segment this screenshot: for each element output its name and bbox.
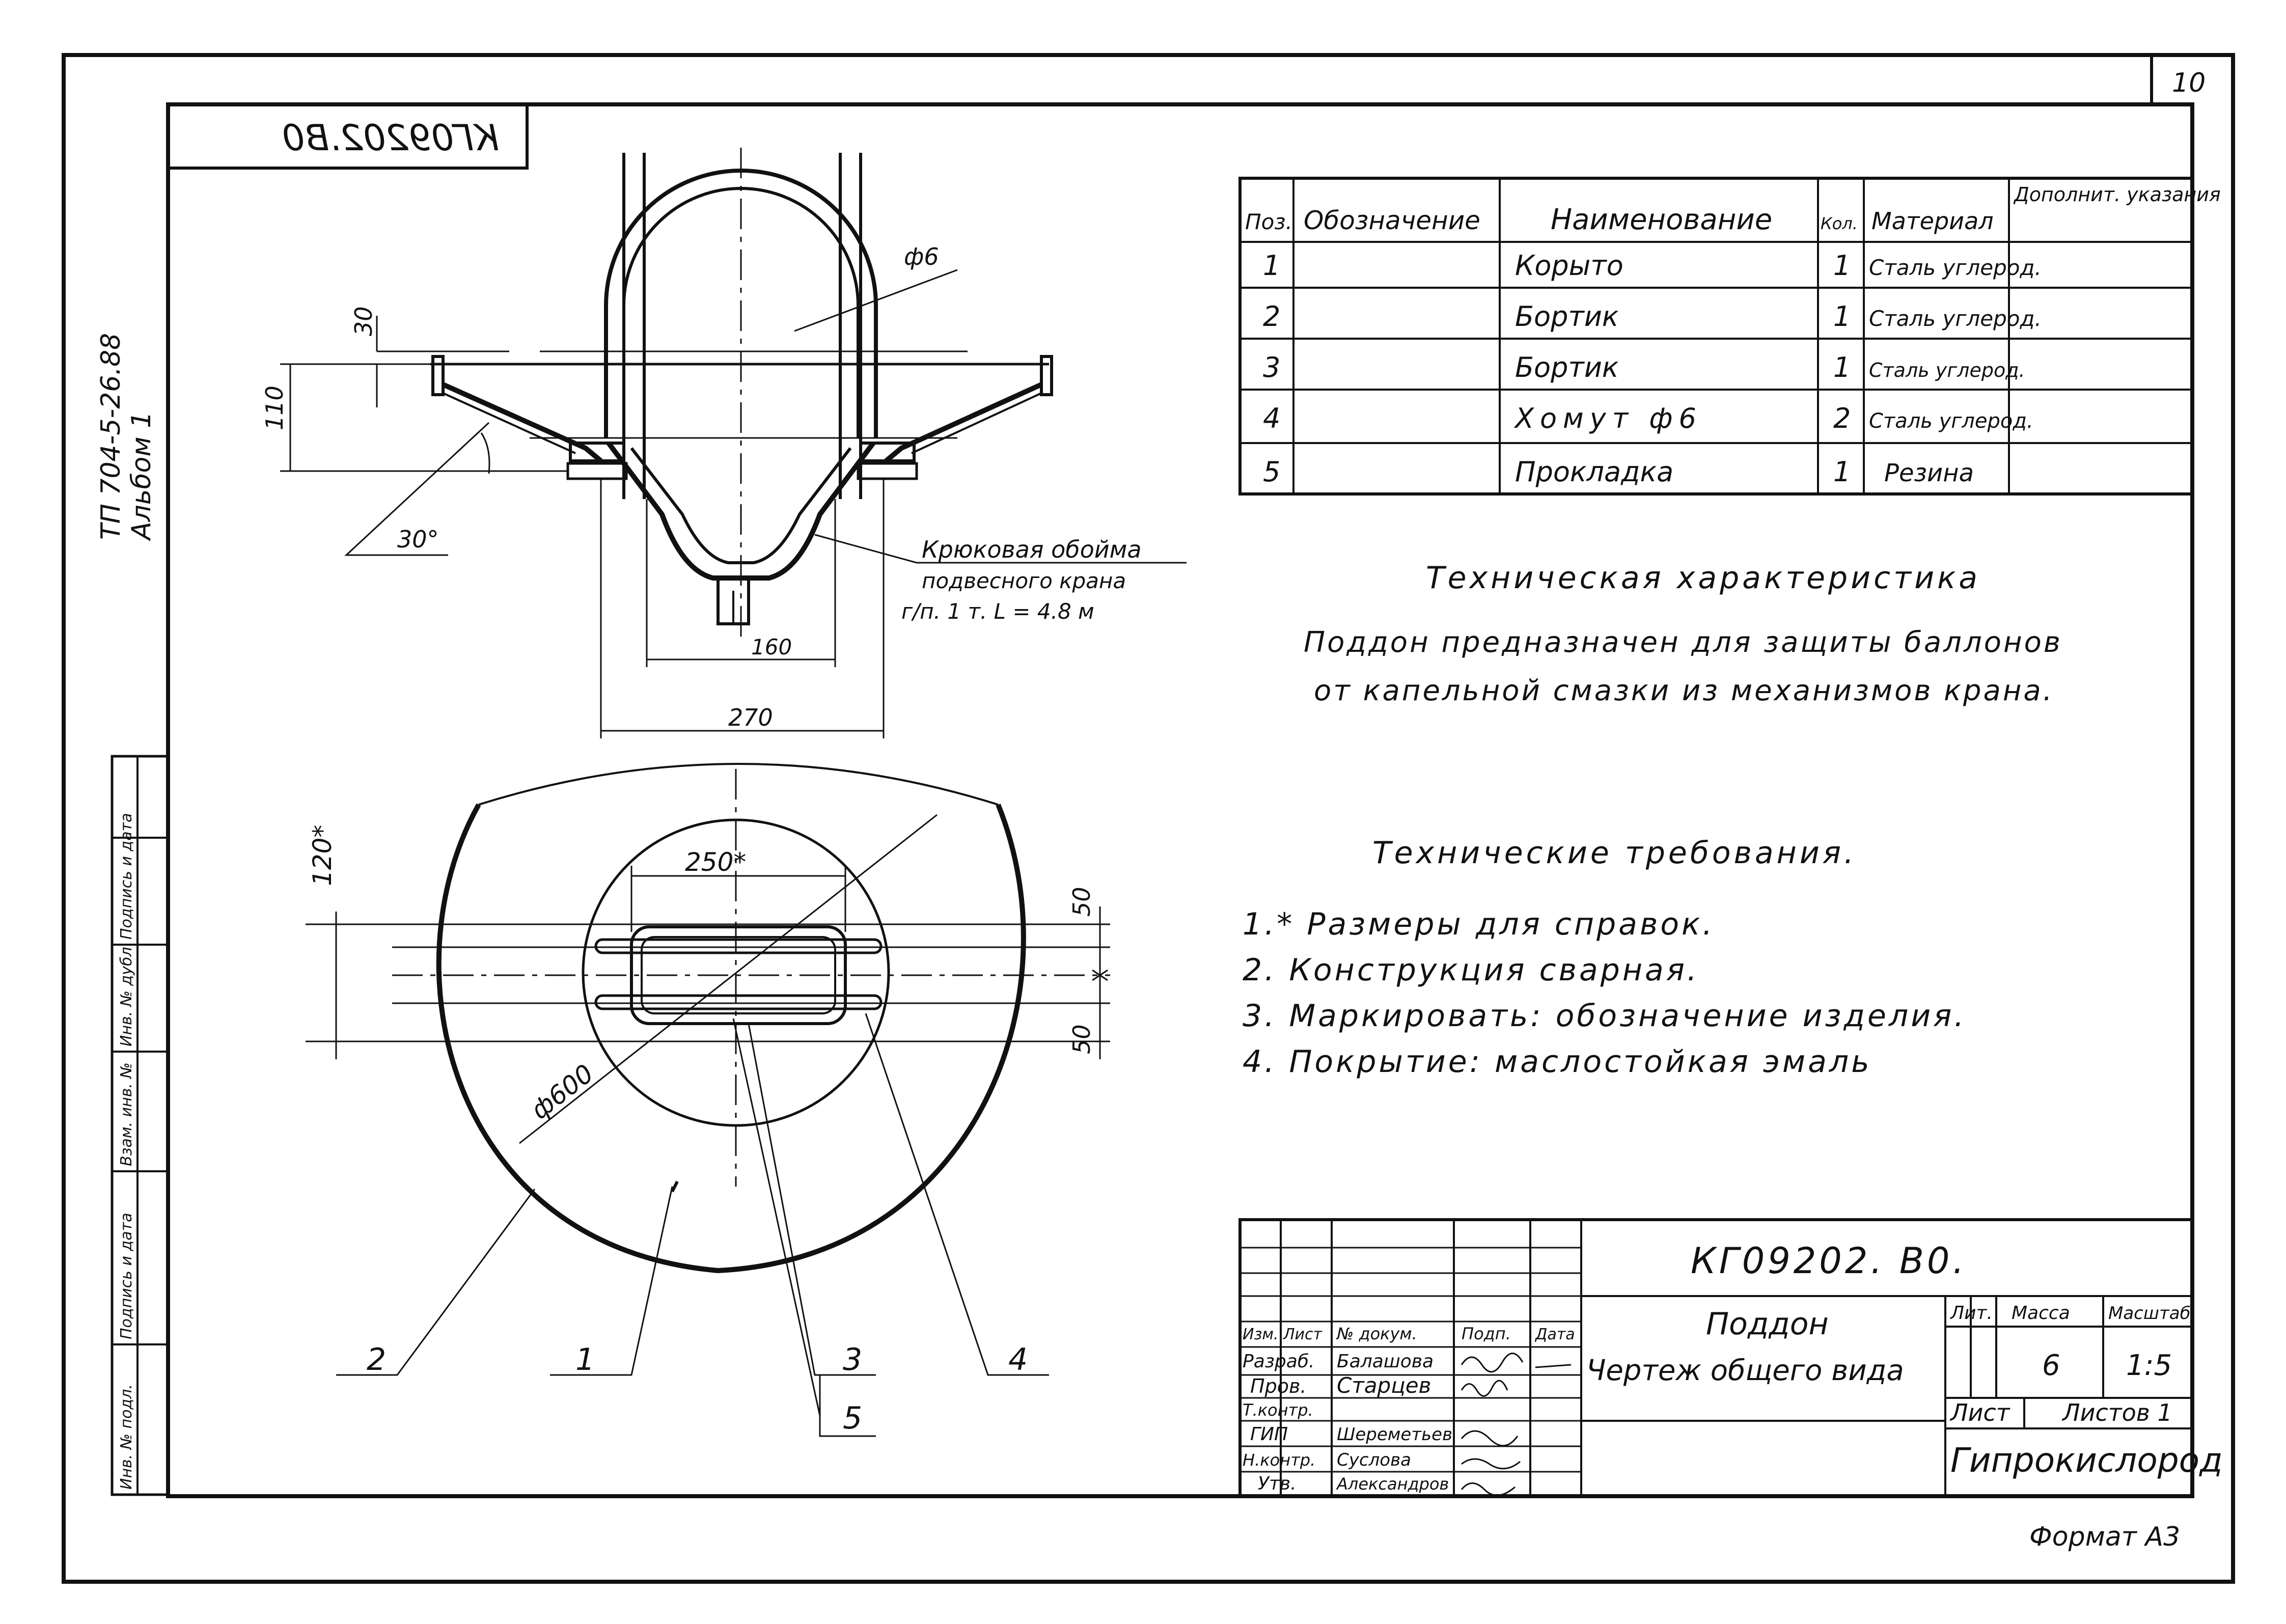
tech-char-title: Техническая характеристика [1426, 560, 1980, 596]
tb-lit-label: Лит. [1949, 1303, 1993, 1324]
spec-cell: Корыто [1515, 250, 1623, 282]
tech-req-item: 1.* Размеры для справок. [1243, 906, 1715, 942]
tech-req-title: Технические требования. [1372, 835, 1857, 871]
spec-cell: 1 [1833, 456, 1851, 488]
tb-name: Суслова [1337, 1450, 1411, 1470]
tb-scale-label: Масштаб [2108, 1303, 2191, 1324]
side-stamp-field: Подпись и дата [118, 813, 135, 940]
callout-2: 2 [367, 1342, 386, 1378]
tb-role: Н.контр. [1243, 1450, 1315, 1470]
angle-30: 30° [397, 526, 439, 553]
dim-30: 30 [350, 306, 377, 336]
spec-cell: 1 [1833, 300, 1851, 333]
title-doc-code: КГ09202. В0. [1691, 1240, 1967, 1282]
format-label: Формат А3 [2029, 1522, 2180, 1552]
spec-header-pos: Поз. [1245, 209, 1292, 234]
spec-cell: Бортик [1515, 351, 1619, 383]
tb-col-header: Лист [1283, 1326, 1323, 1343]
tb-name: Александров [1336, 1474, 1449, 1494]
spec-cell: Сталь углерод. [1869, 359, 2025, 381]
spec-header-qty: Кол. [1821, 214, 1858, 233]
dim-270: 270 [728, 704, 773, 731]
spec-header-notes: Дополнит. указания [2013, 183, 2221, 206]
signatures [1461, 1353, 1572, 1496]
tb-sheet-label: Лист [1949, 1399, 2010, 1426]
dim-phi6: ф6 [904, 243, 939, 270]
spec-header-name: Наименование [1551, 203, 1772, 236]
side-stamp: Инв. № подл. Подпись и дата Взам. инв. №… [111, 755, 170, 1496]
side-stamp-field: Инв. № дубл. [118, 942, 135, 1047]
tech-char-line2: от капельной смазки из механизмов крана. [1314, 674, 2054, 707]
tb-name: Шереметьев [1337, 1424, 1452, 1445]
spec-cell: 1 [1833, 250, 1851, 282]
spec-cell: 4 [1263, 402, 1280, 434]
spec-cell: 1 [1263, 250, 1280, 282]
spec-cell: 2 [1833, 402, 1851, 434]
spec-cell: Резина [1884, 459, 1974, 487]
side-stamp-field: Подпись и дата [118, 1213, 135, 1340]
callout-4: 4 [1008, 1342, 1028, 1378]
tb-scale-value: 1:5 [2126, 1349, 2172, 1382]
dim-110: 110 [261, 386, 288, 430]
mirrored-doc-code: КГ09202.В0 [282, 117, 499, 159]
side-album: Альбом 1 [126, 411, 157, 541]
dim-160: 160 [751, 635, 792, 659]
spec-cell: 1 [1833, 351, 1851, 383]
page-number: 10 [2172, 68, 2206, 98]
spec-cell: Бортик [1515, 300, 1619, 333]
tb-role: Утв. [1258, 1473, 1297, 1494]
side-code: ТП 704-5-26.88 [96, 333, 126, 540]
tb-col-header: № докум. [1336, 1324, 1417, 1343]
tech-req-item: 3. Маркировать: обозначение изделия. [1243, 998, 1966, 1034]
spec-cell: Сталь углерод. [1869, 409, 2033, 433]
tech-req-item: 2. Конструкция сварная. [1243, 952, 1699, 988]
outer-frame [62, 53, 2235, 1584]
tb-sheets-label: Листов 1 [2061, 1399, 2172, 1426]
spec-cell: 5 [1263, 456, 1280, 488]
tb-name: Старцев [1337, 1373, 1431, 1398]
spec-header-designation: Обозначение [1304, 206, 1480, 235]
callout-5: 5 [843, 1400, 862, 1436]
spec-table: Поз. Обозначение Наименование Кол. Матер… [1238, 177, 2221, 496]
spec-cell: 3 [1263, 351, 1280, 383]
crane-note-line2: подвесного крана [922, 568, 1126, 593]
plan-view: 250* 120* 50 50 ф600 2 1 3 5 4 [306, 763, 1110, 1437]
dim-250: 250* [685, 847, 746, 877]
spec-cell: Сталь углерод. [1869, 306, 2042, 331]
dim-120: 120* [308, 825, 337, 886]
spec-cell: 2 [1263, 300, 1280, 333]
dim-50-top: 50 [1068, 887, 1095, 917]
spec-cell: Хомут ф6 [1513, 402, 1702, 434]
spec-header-material: Материал [1871, 207, 1994, 235]
tb-organization: Гипрокислород [1950, 1441, 2223, 1480]
section-view: 30 110 30° ф6 160 270 Крюковая обойма по… [261, 148, 1187, 738]
dim-phi600: ф600 [526, 1059, 599, 1125]
spec-cell: Сталь углерод. [1869, 255, 2042, 280]
spec-cell: Прокладка [1515, 456, 1673, 488]
title-name-line2: Чертеж общего вида [1586, 1354, 1904, 1387]
tb-mass-value: 6 [2042, 1349, 2060, 1382]
dim-50-bottom: 50 [1068, 1024, 1095, 1054]
tb-role: Пров. [1250, 1375, 1306, 1397]
callout-3: 3 [843, 1342, 862, 1378]
side-stamp-field: Инв. № подл. [118, 1384, 135, 1490]
tb-role: ГИП [1250, 1424, 1288, 1445]
title-block: КГ09202. В0. Поддон Чертеж общего вида И… [1238, 1218, 2223, 1498]
tb-col-header: Дата [1534, 1326, 1575, 1343]
mirrored-code-box [167, 103, 529, 170]
tb-col-header: Подп. [1462, 1324, 1511, 1343]
tech-char-line1: Поддон предназначен для защиты баллонов [1304, 626, 2062, 659]
tb-role: Разраб. [1243, 1351, 1314, 1372]
tb-name: Балашова [1337, 1351, 1434, 1372]
tb-role: Т.контр. [1243, 1400, 1313, 1420]
tb-col-header: Изм. [1243, 1326, 1279, 1343]
tech-req-item: 4. Покрытие: маслостойкая эмаль [1243, 1044, 1872, 1080]
tb-mass-label: Масса [2012, 1303, 2070, 1324]
callout-1: 1 [575, 1342, 595, 1378]
crane-note-line1: Крюковая обойма [922, 536, 1142, 563]
title-name-line1: Поддон [1706, 1306, 1829, 1342]
side-stamp-field: Взам. инв. № [118, 1062, 135, 1166]
crane-note-line3: г/п. 1 т. L = 4.8 м [901, 599, 1094, 624]
